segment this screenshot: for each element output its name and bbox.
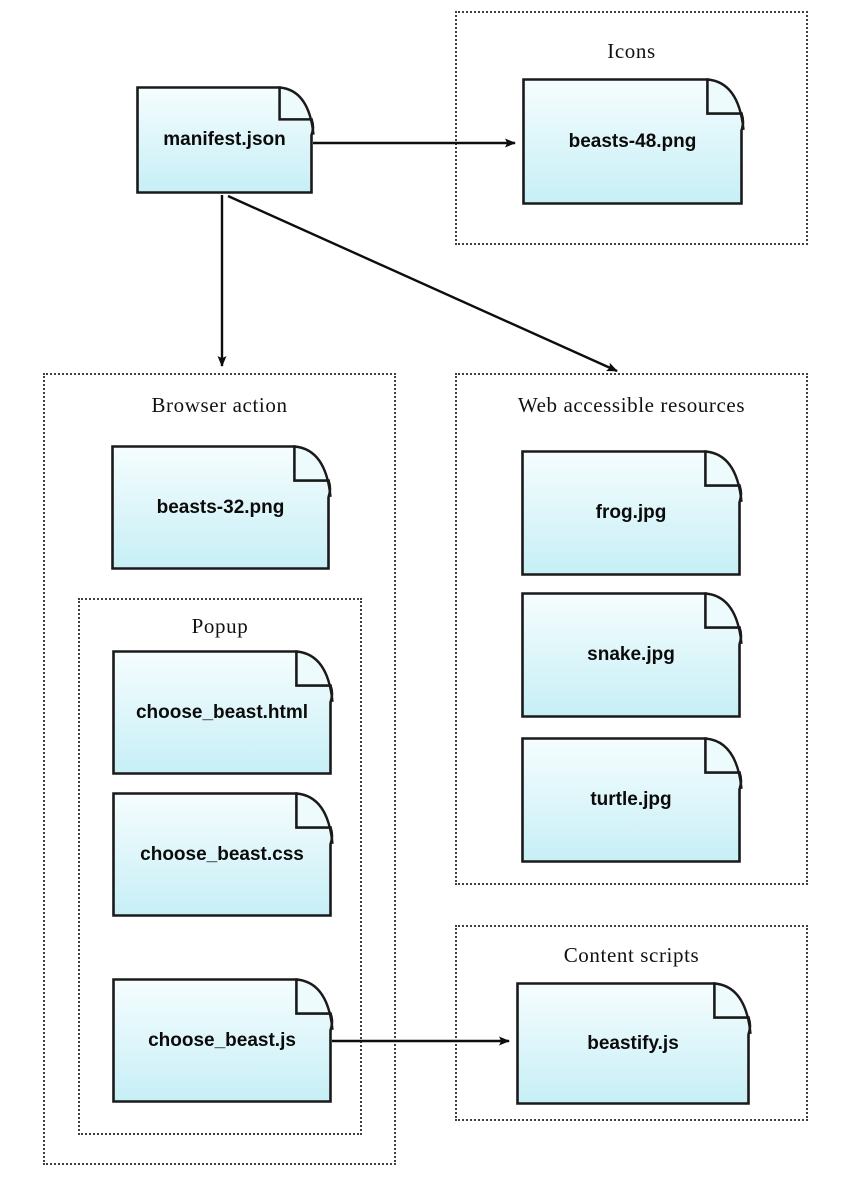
file-snake-jpg[interactable]: snake.jpg [521,592,743,718]
group-icons: Icons [455,11,808,245]
group-title-popup: Popup [191,614,249,638]
file-choose-beast-html[interactable]: choose_beast.html [112,650,334,775]
file-beasts-32-png[interactable]: beasts-32.png [111,445,332,570]
file-choose-beast-js[interactable]: choose_beast.js [112,978,334,1103]
group-web-accessible-resources: Web accessible resources [455,373,808,885]
group-content-scripts: Content scripts [455,925,808,1121]
group-popup: Popup [78,598,362,1135]
file-frog-jpg[interactable]: frog.jpg [521,450,743,576]
file-turtle-jpg[interactable]: turtle.jpg [521,737,743,863]
group-title-browser-action: Browser action [151,393,288,417]
group-title-web-accessible-resources: Web accessible resources [517,393,746,417]
file-beastify-js[interactable]: beastify.js [516,982,752,1105]
file-beasts-48-png[interactable]: beasts-48.png [522,78,745,205]
group-title-icons: Icons [607,39,656,63]
file-choose-beast-css[interactable]: choose_beast.css [112,792,334,917]
group-title-content-scripts: Content scripts [563,943,700,967]
file-manifest-json[interactable]: manifest.json [136,86,315,194]
group-browser-action: Browser action [43,373,396,1165]
